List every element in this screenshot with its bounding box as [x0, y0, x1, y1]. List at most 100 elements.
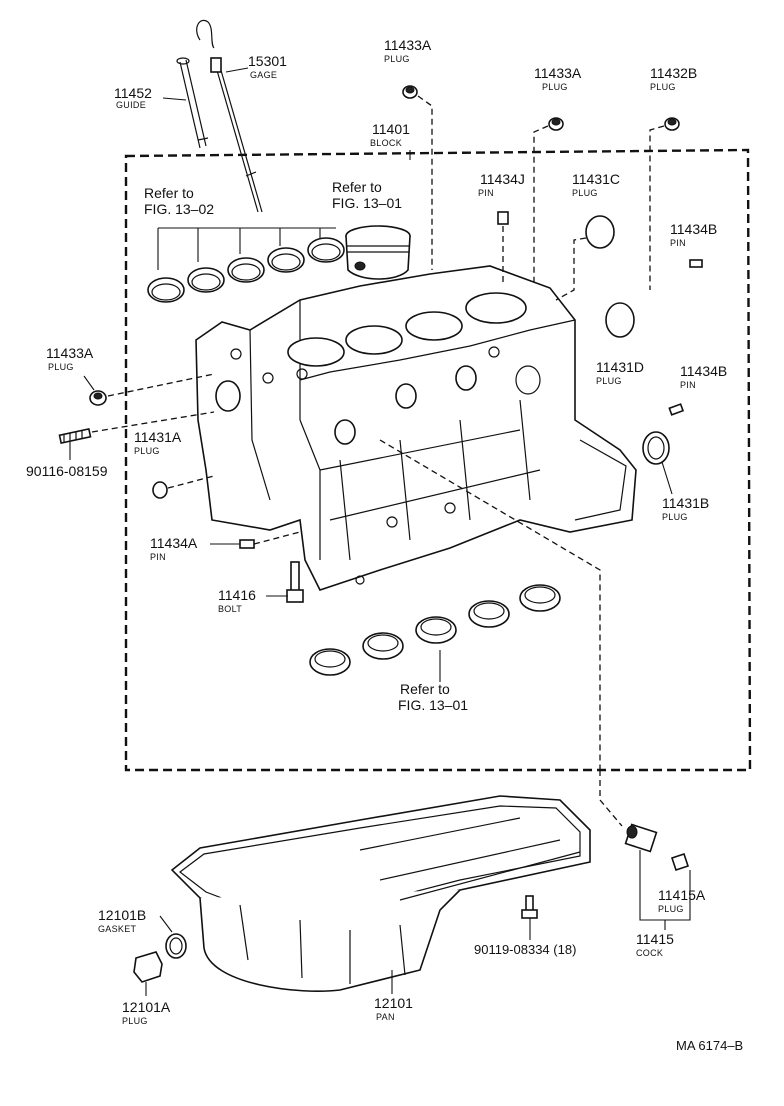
svg-text:PLUG: PLUG [658, 904, 684, 914]
oil-level-gage [196, 19, 263, 213]
svg-text:PIN: PIN [680, 380, 696, 390]
svg-text:12101B: 12101B [98, 907, 146, 923]
svg-text:90116-08159: 90116-08159 [26, 463, 108, 479]
svg-text:Refer to: Refer to [400, 681, 450, 697]
svg-text:PLUG: PLUG [542, 82, 568, 92]
pin-11434a [239, 539, 255, 549]
label-11433a-mid: 11433A PLUG [534, 65, 582, 92]
svg-text:PIN: PIN [670, 238, 686, 248]
label-11415: 11415 COCK [636, 931, 674, 958]
svg-text:11434J: 11434J [480, 171, 525, 187]
svg-text:11434A: 11434A [150, 535, 198, 551]
svg-text:PIN: PIN [150, 552, 166, 562]
svg-text:11452: 11452 [114, 85, 152, 101]
plug-11431b [642, 431, 670, 465]
svg-text:11416: 11416 [218, 587, 256, 603]
label-11431b: 11431B PLUG [661, 461, 709, 522]
pin-11434j [497, 211, 509, 225]
diagram-code: MA 6174–B [676, 1038, 743, 1053]
bolt-90119-08334 [521, 895, 538, 919]
label-11432b: 11432B PLUG [650, 65, 697, 92]
label-12101a: 12101A PLUG [122, 982, 171, 1026]
svg-text:11434B: 11434B [670, 221, 717, 237]
stud-90116-08159 [58, 428, 92, 444]
label-11431c: 11431C PLUG [572, 171, 620, 198]
svg-text:Refer to: Refer to [332, 179, 382, 195]
upper-bearing-set [147, 237, 345, 303]
plug-11433a-mid [548, 117, 564, 131]
svg-text:11432B: 11432B [650, 65, 697, 81]
gasket-12101b [165, 933, 187, 959]
svg-text:PLUG: PLUG [650, 82, 676, 92]
piston [345, 225, 411, 280]
svg-text:FIG. 13–01: FIG. 13–01 [398, 697, 468, 713]
block-assembly-frame [124, 148, 752, 772]
label-90116-08159: 90116-08159 [26, 442, 108, 479]
plug-11431a [152, 481, 168, 499]
svg-text:11431A: 11431A [134, 429, 182, 445]
svg-text:11431B: 11431B [662, 495, 709, 511]
svg-text:GASKET: GASKET [98, 924, 137, 934]
svg-text:PLUG: PLUG [48, 362, 74, 372]
svg-text:PLUG: PLUG [662, 512, 688, 522]
label-12101: 12101 PAN [374, 970, 413, 1022]
plug-11433a-left [89, 390, 107, 406]
svg-text:FIG. 13–02: FIG. 13–02 [144, 201, 214, 217]
label-11434b-top: 11434B PIN [670, 221, 717, 248]
label-15301: 15301 GAGE [225, 53, 287, 80]
label-11434b-mid: 11434B PIN [680, 363, 727, 390]
reference-fig-13-01-piston: Refer to FIG. 13–01 [332, 179, 402, 211]
svg-text:11433A: 11433A [46, 345, 94, 361]
reference-fig-13-02: Refer to FIG. 13–02 [144, 185, 214, 217]
pin-11434b-top [689, 259, 703, 268]
svg-text:PAN: PAN [376, 1012, 395, 1022]
svg-text:11401: 11401 [372, 121, 410, 137]
label-11452: 11452 GUIDE [114, 85, 187, 110]
plug-11415a [670, 852, 690, 872]
lower-bearing-set [309, 584, 561, 676]
svg-text:11434B: 11434B [680, 363, 727, 379]
reference-fig-13-01-bearing: Refer to FIG. 13–01 [398, 681, 468, 713]
svg-text:11415A: 11415A [658, 887, 706, 903]
svg-text:PLUG: PLUG [572, 188, 598, 198]
svg-text:PLUG: PLUG [122, 1016, 148, 1026]
drain-cock-11415 [624, 823, 658, 853]
label-11433a-left: 11433A PLUG [46, 345, 95, 391]
svg-text:Refer to: Refer to [144, 185, 194, 201]
svg-text:PLUG: PLUG [134, 446, 160, 456]
svg-text:11431D: 11431D [596, 359, 644, 375]
pin-11434b-mid [668, 403, 685, 416]
svg-text:11433A: 11433A [534, 65, 582, 81]
label-11434j: 11434J PIN [478, 171, 525, 198]
svg-text:12101A: 12101A [122, 999, 171, 1015]
label-11401: 11401 BLOCK [370, 121, 411, 160]
drain-plug-12101a [133, 951, 163, 983]
plug-11433a-top [402, 85, 418, 99]
svg-text:COCK: COCK [636, 948, 663, 958]
plug-11431c [585, 215, 615, 249]
plug-11431d [605, 302, 635, 338]
svg-text:GAGE: GAGE [250, 70, 277, 80]
svg-text:12101: 12101 [374, 995, 413, 1011]
svg-text:PLUG: PLUG [384, 54, 410, 64]
svg-text:15301: 15301 [248, 53, 287, 69]
label-11415a: 11415A PLUG [658, 887, 706, 914]
svg-text:BLOCK: BLOCK [370, 138, 402, 148]
label-11433a-top: 11433A PLUG [384, 37, 432, 64]
svg-text:11433A: 11433A [384, 37, 432, 53]
label-12101b: 12101B GASKET [98, 907, 173, 934]
svg-text:11431C: 11431C [572, 171, 620, 187]
svg-text:BOLT: BOLT [218, 604, 242, 614]
svg-text:FIG. 13–01: FIG. 13–01 [332, 195, 402, 211]
plug-11432b [664, 117, 680, 131]
svg-text:PLUG: PLUG [596, 376, 622, 386]
bolt-11416 [286, 561, 304, 603]
label-11434a: 11434A PIN [150, 535, 240, 562]
svg-text:11415: 11415 [636, 931, 674, 947]
label-11431d: 11431D PLUG [596, 359, 644, 386]
svg-text:90119-08334 (18): 90119-08334 (18) [474, 942, 576, 957]
svg-text:PIN: PIN [478, 188, 494, 198]
svg-text:GUIDE: GUIDE [116, 100, 146, 110]
label-90119-08334: 90119-08334 (18) [474, 918, 576, 957]
